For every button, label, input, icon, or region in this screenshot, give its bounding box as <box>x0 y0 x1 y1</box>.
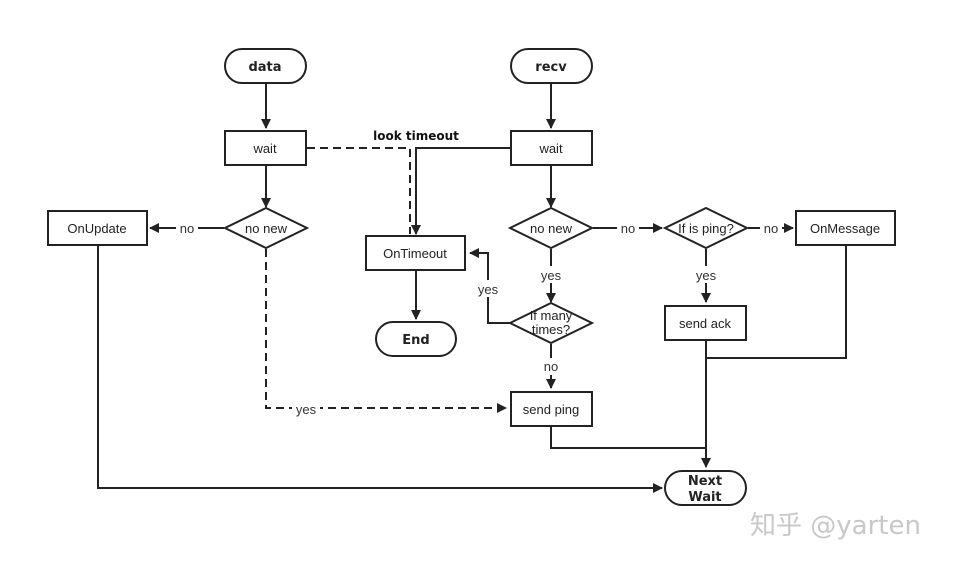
node-nextwait <box>664 470 747 506</box>
label-end: End <box>402 333 429 348</box>
edge-label-no-ping: no <box>764 221 778 236</box>
node-onmessage <box>795 210 896 246</box>
edge-label-no-left: no <box>180 221 194 236</box>
label-nonew-right: no new <box>530 221 573 236</box>
edge-label-yes-many: yes <box>478 282 499 297</box>
edge-onmessage-to-nextwait <box>706 245 847 359</box>
edge-label-look-timeout: look timeout <box>373 129 459 143</box>
label-bg-no-many <box>540 358 562 375</box>
label-bg-yes-dashed <box>292 400 320 417</box>
label-data: data <box>248 60 281 75</box>
label-bg-yes-many <box>474 280 502 297</box>
label-sendping: send ping <box>523 402 579 417</box>
label-bg-no-right <box>617 219 639 236</box>
edge-sendping-to-nextwait <box>550 426 706 449</box>
edge-rightwait-to-ontimeout <box>411 147 510 235</box>
node-data <box>224 48 307 84</box>
label-isping: If is ping? <box>678 221 734 236</box>
label-manytimes-line2: times? <box>532 322 570 337</box>
edge-onupdate-to-nextwait <box>97 245 663 493</box>
label-nextwait-line2: Wait <box>688 490 721 505</box>
edge-label-yes-dashed: yes <box>296 402 317 417</box>
label-nextwait-line1: Next <box>688 474 722 489</box>
label-sendack: send ack <box>679 316 732 331</box>
node-recv <box>510 48 593 84</box>
node-wait-right <box>510 130 593 166</box>
label-onmessage: OnMessage <box>810 221 880 236</box>
node-nonew-left <box>222 206 310 250</box>
label-nonew-left: no new <box>245 221 288 236</box>
node-isping <box>662 206 750 250</box>
label-wait-left: wait <box>252 141 277 156</box>
node-onupdate <box>47 210 148 246</box>
label-bg-no-left <box>176 219 198 236</box>
label-bg-yes-right <box>537 266 565 283</box>
node-ontimeout <box>365 235 466 271</box>
node-manytimes <box>507 301 595 345</box>
edge-nonew-to-sendping-dashed <box>265 249 507 413</box>
watermark-text: 知乎 @yarten <box>750 511 921 541</box>
label-ontimeout: OnTimeout <box>383 246 447 261</box>
edge-leftwait-to-ontimeout-dashed <box>307 147 411 234</box>
edge-label-no-many: no <box>544 359 558 374</box>
node-wait-left <box>224 130 307 166</box>
node-sendack <box>664 305 747 341</box>
node-end <box>375 321 457 357</box>
label-recv: recv <box>535 60 567 75</box>
label-onupdate: OnUpdate <box>67 221 126 236</box>
edge-label-yes-right: yes <box>541 268 562 283</box>
label-bg-no-ping <box>760 219 782 236</box>
edge-label-no-right: no <box>621 221 635 236</box>
label-wait-right: wait <box>538 141 563 156</box>
node-sendping <box>510 391 593 427</box>
label-bg-yes-ping <box>692 266 720 283</box>
edge-label-yes-ping: yes <box>696 268 717 283</box>
node-nonew-right <box>507 206 595 250</box>
label-manytimes-line1: If many <box>530 308 573 323</box>
